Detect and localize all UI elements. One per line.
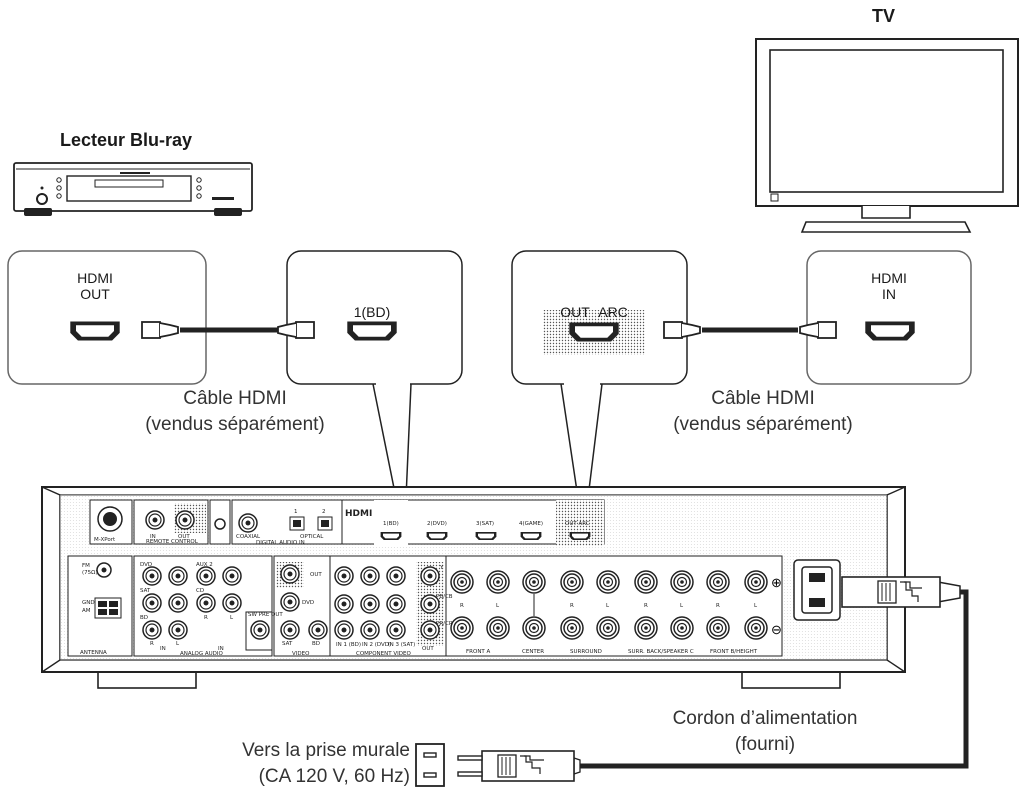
optical-label: OPTICAL [300, 534, 324, 540]
fm-ohm-label: (75Ω) [82, 570, 98, 576]
bluray-hdmi-out-label: HDMI OUT [77, 270, 113, 302]
analog-l2-label: L [176, 641, 180, 647]
bluray-player-icon [13, 162, 253, 216]
receiver-hdmi-in-box [286, 250, 463, 499]
coaxial-label: COAXIAL [236, 534, 261, 540]
hdmi-cable-left [141, 321, 315, 339]
cd-label: CD [196, 588, 204, 594]
surr-back-label: SURR. BACK/SPEAKER C [628, 649, 694, 655]
gnd-label: GND [82, 600, 95, 606]
dvd-audio-label: DVD [140, 562, 152, 568]
tv-title: TV [872, 6, 896, 26]
hdmi-port-3-label: 3(SAT) [476, 521, 494, 527]
hdmi-logo: HDMI [345, 509, 372, 519]
sat-audio-label: SAT [140, 588, 151, 594]
fm-label: FM [82, 563, 90, 569]
comp-in1-label: IN 1 (BD) [336, 642, 361, 648]
analog-l-label: L [230, 615, 234, 621]
spk-l-back: L [680, 603, 684, 609]
spk-r-front: R [460, 603, 464, 609]
video-label: VIDEO [292, 651, 310, 657]
analog-audio-label: ANALOG AUDIO [180, 651, 223, 657]
optical-1-label: 1 [294, 509, 298, 515]
video-sat-label: SAT [282, 641, 293, 647]
spk-r-fb: R [716, 603, 720, 609]
receiver-arc-label: ARC [598, 304, 628, 320]
spk-l-front: L [496, 603, 500, 609]
video-dvd-label: DVD [302, 600, 314, 606]
surround-label: SURROUND [570, 649, 602, 655]
power-cord-caption: Cordon d’alimentation (fourni) [672, 708, 858, 755]
tv-hdmi-in-label: HDMI IN [871, 270, 907, 302]
digital-audio-in-label: DIGITAL AUDIO IN [256, 540, 305, 546]
power-cord [457, 576, 969, 782]
receiver-hdmi-out-box [511, 250, 688, 499]
receiver-hdmi-in-label: 1(BD) [353, 304, 391, 320]
spk-r-back: R [644, 603, 648, 609]
video-out-label: OUT [310, 572, 322, 578]
bluray-hdmi-out-box [7, 250, 207, 385]
minus-symbol: ⊖ [771, 622, 782, 637]
am-label: AM [82, 608, 91, 614]
receiver-out-label: OUT [560, 304, 590, 320]
hdmi-port-2-label: 2(DVD) [427, 521, 447, 527]
remote-control-label: REMOTE CONTROL [146, 539, 199, 545]
wall-outlet-icon [415, 743, 445, 787]
hdmi-port-4-label: 4(GAME) [519, 521, 543, 527]
comp-in2-label: IN 2 (DVD) [362, 642, 391, 648]
cable-right-caption: Câble HDMI (vendus séparément) [673, 388, 853, 435]
bd-audio-label: BD [140, 615, 148, 621]
component-video-label: COMPONENT VIDEO [356, 651, 411, 657]
front-a-label: FRONT A [466, 649, 491, 655]
comp-pb-label: PB/CB [436, 594, 453, 600]
wall-outlet-caption: Vers la prise murale (CA 120 V, 60 Hz) [242, 740, 410, 787]
remote-in-label: IN [150, 534, 156, 540]
hdmi-port-1-label: 1(BD) [383, 521, 399, 527]
analog-r2-label: R [150, 641, 154, 647]
cable-left-caption: Câble HDMI (vendus séparément) [145, 388, 325, 435]
optical-2-label: 2 [322, 509, 326, 515]
comp-in3-label: IN 3 (SAT) [388, 642, 415, 648]
video-bd-label: BD [312, 641, 320, 647]
hdmi-out-arc-label: OUT ARC [565, 521, 590, 527]
tv-hdmi-in-box [806, 250, 972, 385]
spk-r-surr: R [570, 603, 574, 609]
hdmi-cable-right [663, 321, 837, 339]
tv-icon [755, 38, 1019, 233]
front-b-label: FRONT B/HEIGHT [710, 649, 758, 655]
comp-y-label: Y [439, 565, 444, 571]
spk-l-fb: L [754, 603, 758, 609]
sw-pre-out-label: SW PRE OUT [248, 612, 283, 618]
panel-labels: M-XPort IN OUT REMOTE CONTROL COAXIAL 1 … [80, 509, 782, 657]
center-label: CENTER [522, 649, 544, 655]
mxport-label: M-XPort [94, 537, 116, 543]
spk-l-surr: L [606, 603, 610, 609]
antenna-label: ANTENNA [80, 650, 107, 656]
analog-r-label: R [204, 615, 208, 621]
aux2-label: AUX 2 [196, 562, 213, 568]
comp-pr-label: PR/CR [436, 621, 453, 627]
remote-out-label: OUT [178, 534, 190, 540]
comp-out-label: OUT [422, 646, 434, 652]
analog-in-label: IN [160, 646, 166, 652]
plus-symbol: ⊕ [771, 575, 782, 590]
bluray-player-title: Lecteur Blu-ray [60, 130, 193, 150]
analog-in2-label: IN [218, 646, 224, 652]
receiver-rear-panel [41, 486, 906, 689]
